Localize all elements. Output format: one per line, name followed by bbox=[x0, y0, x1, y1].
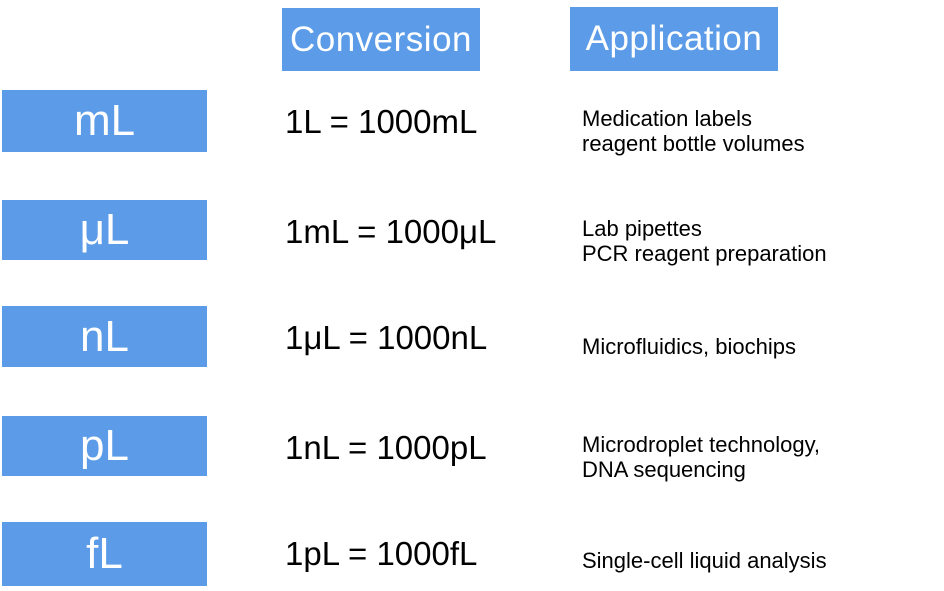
conversion-text-pl: 1nL = 1000pL bbox=[285, 429, 487, 466]
conversion-text-nl: 1μL = 1000nL bbox=[285, 319, 488, 356]
application-line: Microfluidics, biochips bbox=[582, 334, 796, 359]
conversion-text-fl: 1pL = 1000fL bbox=[285, 535, 478, 572]
unit-label-pl: pL bbox=[80, 421, 129, 470]
unit-label-ml: mL bbox=[73, 96, 136, 145]
application-line: reagent bottle volumes bbox=[582, 131, 805, 156]
application-line: Medication labels bbox=[582, 106, 752, 131]
unit-label-ul: μL bbox=[79, 205, 130, 254]
application-line: Single-cell liquid analysis bbox=[582, 548, 827, 573]
application-text-pl: Microdroplet technology, DNA sequencing bbox=[582, 432, 937, 482]
application-line: DNA sequencing bbox=[582, 457, 746, 482]
unit-box-nl: nL bbox=[2, 306, 207, 367]
unit-box-ml: mL bbox=[2, 90, 207, 152]
conversion-text-ul: 1mL = 1000μL bbox=[285, 213, 497, 250]
application-line: Microdroplet technology, bbox=[582, 432, 821, 457]
conversion-header-label: Conversion bbox=[289, 19, 473, 59]
application-text-ml: Medication labels reagent bottle volumes bbox=[582, 106, 937, 156]
unit-box-ul: μL bbox=[2, 200, 207, 260]
unit-label-fl: fL bbox=[86, 529, 123, 578]
application-header-label: Application bbox=[585, 19, 763, 58]
application-text-nl: Microfluidics, biochips bbox=[582, 334, 937, 359]
application-text-ul: Lab pipettes PCR reagent preparation bbox=[582, 216, 937, 266]
application-text-fl: Single-cell liquid analysis bbox=[582, 548, 937, 573]
unit-box-pl: pL bbox=[2, 416, 207, 476]
unit-box-fl: fL bbox=[2, 522, 207, 586]
conversion-column-header: Conversion bbox=[282, 8, 480, 71]
application-line: PCR reagent preparation bbox=[582, 241, 827, 266]
conversion-text-ml: 1L = 1000mL bbox=[285, 103, 478, 140]
unit-label-nl: nL bbox=[80, 311, 129, 361]
application-line: Lab pipettes bbox=[582, 216, 702, 241]
application-column-header: Application bbox=[570, 7, 778, 71]
